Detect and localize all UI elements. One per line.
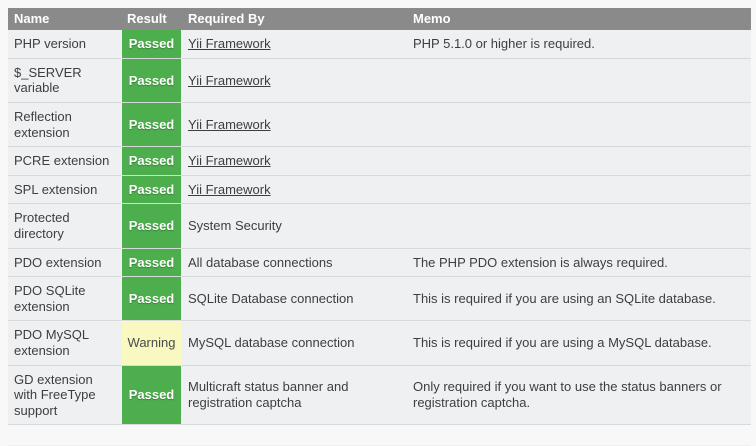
memo-text: The PHP PDO extension is always required… (407, 248, 751, 278)
required-by-cell: SQLite Database connection (182, 277, 407, 322)
required-by-cell: All database connections (182, 248, 407, 278)
requirement-name: PDO extension (8, 248, 121, 278)
requirement-name: Protected directory (8, 204, 121, 249)
memo-text: PHP 5.1.0 or higher is required. (407, 30, 751, 59)
requirement-name: PDO SQLite extension (8, 277, 121, 322)
status-badge-passed: Passed (121, 147, 182, 176)
required-by-cell: System Security (182, 204, 407, 249)
required-by-text: All database connections (188, 254, 333, 270)
header-row: Name Result Required By Memo (8, 8, 751, 31)
required-by-cell: MySQL database connection (182, 321, 407, 366)
required-by-text: MySQL database connection (188, 335, 355, 351)
column-header-required-by: Required By (182, 8, 407, 31)
requirements-table: Name Result Required By Memo PHP version… (8, 8, 751, 426)
required-by-text: System Security (188, 218, 282, 234)
memo-text (407, 58, 751, 104)
status-badge-passed: Passed (121, 58, 182, 104)
required-by-text: SQLite Database connection (188, 290, 354, 306)
required-by-link[interactable]: Yii Framework (188, 36, 271, 52)
required-by-cell: Yii Framework (182, 58, 407, 104)
status-badge-warning: Warning (121, 321, 182, 366)
requirement-name: SPL extension (8, 175, 121, 205)
memo-text: Only required if you want to use the sta… (407, 365, 751, 426)
memo-text (407, 204, 751, 249)
required-by-text: Multicraft status banner and registratio… (188, 379, 349, 410)
required-by-link[interactable]: Yii Framework (188, 181, 271, 197)
requirement-name: PHP version (8, 30, 121, 59)
memo-text (407, 147, 751, 176)
column-header-result: Result (121, 8, 182, 31)
status-badge-passed: Passed (121, 103, 182, 148)
memo-text (407, 175, 751, 205)
status-badge-passed: Passed (121, 30, 182, 59)
memo-text (407, 103, 751, 148)
requirement-name: GD extension with FreeType support (8, 365, 121, 426)
memo-text: This is required if you are using a MySQ… (407, 321, 751, 366)
required-by-link[interactable]: Yii Framework (188, 72, 271, 88)
memo-text: This is required if you are using an SQL… (407, 277, 751, 322)
requirement-name: PDO MySQL extension (8, 321, 121, 366)
required-by-cell: Yii Framework (182, 103, 407, 148)
required-by-link[interactable]: Yii Framework (188, 153, 271, 169)
column-header-memo: Memo (407, 8, 751, 31)
status-badge-passed: Passed (121, 175, 182, 205)
required-by-cell: Yii Framework (182, 30, 407, 59)
column-header-name: Name (8, 8, 121, 31)
status-badge-passed: Passed (121, 204, 182, 249)
requirement-name: PCRE extension (8, 147, 121, 176)
required-by-cell: Multicraft status banner and registratio… (182, 365, 407, 426)
status-badge-passed: Passed (121, 277, 182, 322)
status-badge-passed: Passed (121, 248, 182, 278)
requirement-name: Reflection extension (8, 103, 121, 148)
required-by-link[interactable]: Yii Framework (188, 116, 271, 132)
status-badge-passed: Passed (121, 365, 182, 426)
required-by-cell: Yii Framework (182, 147, 407, 176)
required-by-cell: Yii Framework (182, 175, 407, 205)
table-header: Name Result Required By Memo (8, 8, 751, 31)
requirement-name: $_SERVER variable (8, 58, 121, 104)
